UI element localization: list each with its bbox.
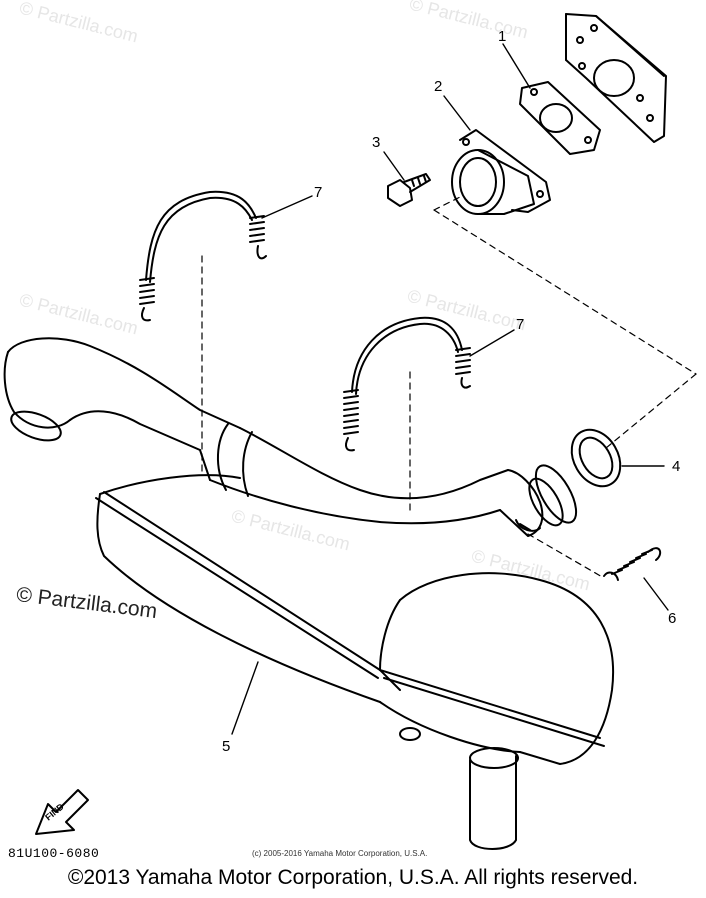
copyright-small: (c) 2005-2016 Yamaha Motor Corporation, … [252,849,428,858]
alignment-dashed-lines [201,195,697,579]
cylinder-block-outline [565,13,667,143]
part-1-gasket [519,81,601,155]
callout-2: 2 [434,78,443,95]
part-3-bolt [387,173,431,207]
callout-1: 1 [498,28,507,45]
callout-5: 5 [222,738,231,755]
find-arrow-icon [35,789,89,835]
part-7-spring-lower [343,316,471,452]
callout-7: 7 [516,316,525,333]
copyright-footer: ©2013 Yamaha Motor Corporation, U.S.A. A… [67,866,639,889]
part-6-spring [603,547,662,581]
exhaust-pipe [3,337,578,537]
part-2-joint [451,129,551,215]
diagram-code: 81U100-6080 [8,846,100,861]
part-4-ring [570,428,622,488]
callout-4: 4 [672,458,681,475]
part-7-spring-upper [139,190,267,322]
part-5-muffler [95,474,614,850]
callout-7: 7 [314,184,323,201]
callout-6: 6 [668,610,677,627]
leader-lines [231,43,669,735]
callout-3: 3 [372,134,381,151]
